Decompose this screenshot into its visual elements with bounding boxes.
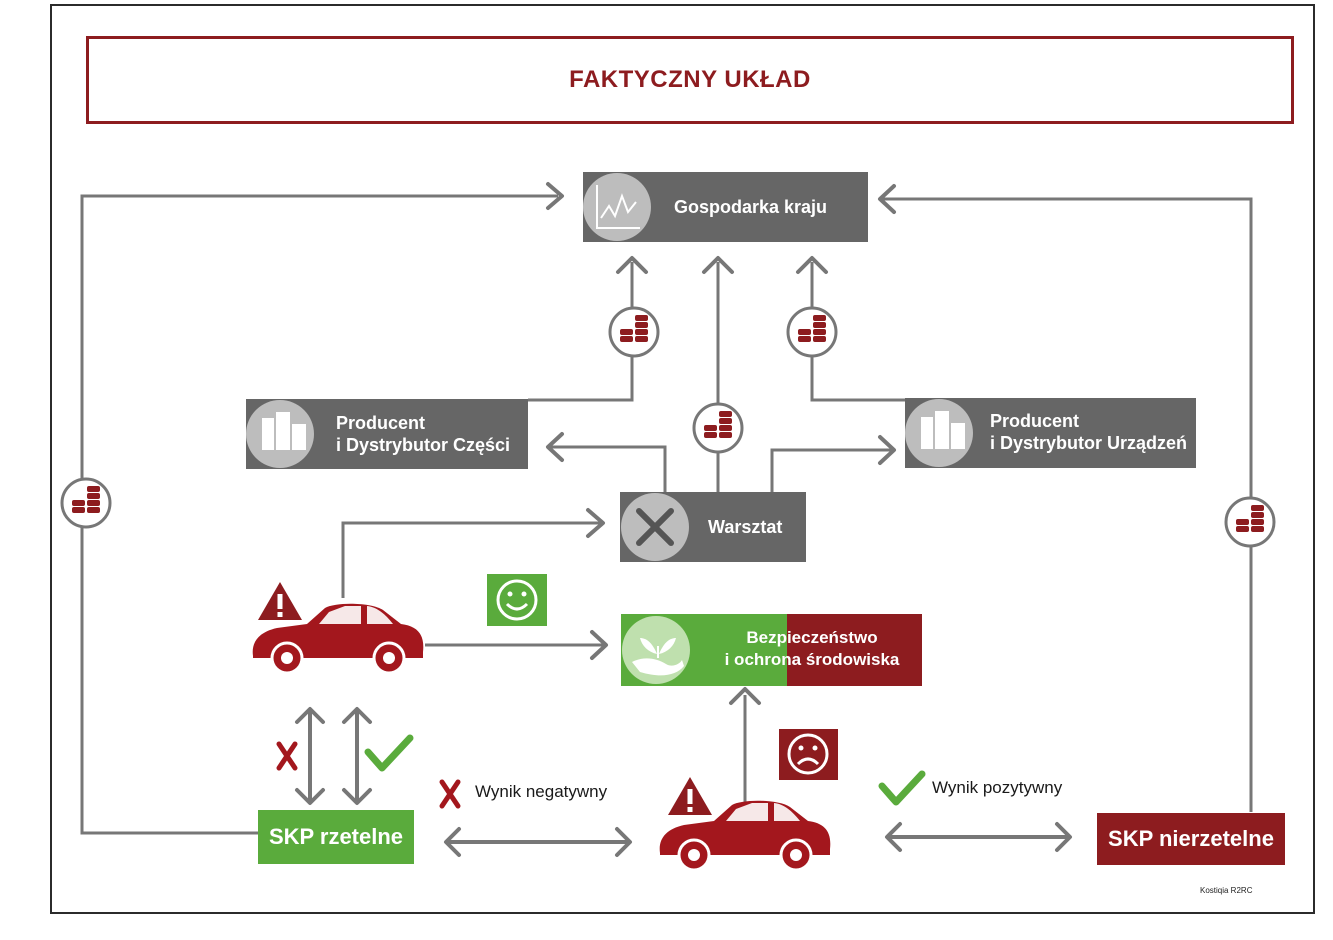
coins-icon [60, 477, 112, 529]
cross-icon [439, 779, 461, 809]
double-arrows [295, 707, 1072, 857]
building-icon [921, 411, 965, 449]
warsztat-label: Warsztat [708, 517, 783, 537]
warning-icon [668, 777, 712, 815]
left-loop-line [80, 194, 558, 835]
producent-czesci-line2: i Dystrybutor Części [336, 435, 511, 455]
sad-icon [787, 733, 829, 775]
skp-rzetelne-label: SKP rzetelne [268, 824, 404, 849]
bezpieczenstwo-line2: i ochrona środowiska [724, 650, 900, 669]
chart-icon-bg [583, 173, 651, 241]
tools-icon [636, 508, 674, 546]
right-loop-line [882, 197, 1253, 812]
credit-text: Kostiqia R2RC [1200, 886, 1253, 895]
bezpieczenstwo-label: Bezpieczeństwo i ochrona środowiska [707, 627, 917, 671]
page-frame [50, 4, 1315, 914]
building-icon [262, 412, 306, 450]
smile-icon [496, 579, 538, 621]
producent-czesci-line1: Producent [336, 413, 426, 433]
cross-icon [276, 741, 298, 771]
coins-icon [608, 306, 660, 358]
arrow-heads [546, 182, 896, 705]
skp-nierzetelne-label: SKP nierzetelne [1108, 826, 1274, 851]
gospodarka-label: Gospodarka kraju [674, 197, 828, 217]
page-title: FAKTYCZNY UKŁAD [569, 66, 811, 93]
bezpieczenstwo-box-red [787, 614, 922, 686]
warning-icon [258, 582, 302, 620]
hand-plant-icon [632, 638, 684, 676]
line-warsztat-to-urzadzen [770, 448, 893, 492]
chart-icon [596, 185, 640, 229]
producent-urzadzen-label: Producent i Dystrybutor Urządzeń [990, 410, 1187, 454]
check-icon [364, 734, 414, 772]
line-car-to-warsztat [341, 521, 600, 598]
skp-rzetelne-box [258, 810, 414, 864]
producent-urzadzen-line1: Producent [990, 411, 1080, 431]
check-icon [878, 770, 926, 806]
producent-czesci-label: Producent i Dystrybutor Części [336, 412, 510, 456]
coins-icon [692, 402, 744, 454]
positive-result-note: Wynik pozytywny [932, 778, 1063, 797]
bezpieczenstwo-line1: Bezpieczeństwo [746, 628, 878, 647]
skp-nierzetelne-box [1097, 813, 1285, 865]
line-warsztat-to-czesci [548, 445, 667, 492]
negative-result-note: Wynik negatywny [475, 782, 608, 801]
coins-icon [1224, 496, 1276, 548]
producent-urzadzen-line2: i Dystrybutor Urządzeń [990, 433, 1188, 453]
coins-icon [786, 306, 838, 358]
title-box: FAKTYCZNY UKŁAD [86, 36, 1294, 124]
